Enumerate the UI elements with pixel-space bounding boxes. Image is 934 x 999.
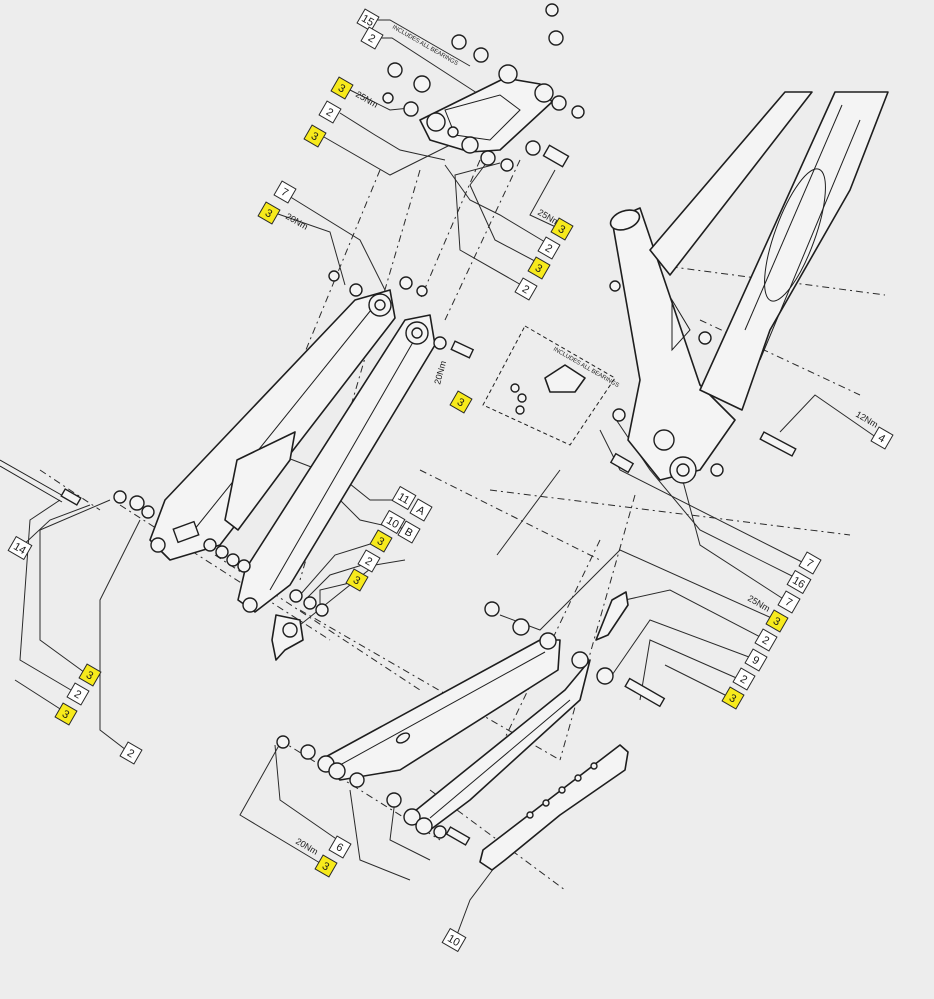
pivot-kit: [482, 325, 797, 477]
callout-boxes: 15 2 3 2 3 7 3 2: [7, 8, 894, 953]
torque-25nm-top: 25Nm: [354, 89, 380, 110]
callout-7: 7: [777, 590, 801, 614]
callout-2: 2: [357, 549, 381, 573]
svg-text:7: 7: [783, 596, 794, 609]
callout-A: A: [409, 498, 433, 522]
callout-3: 3: [527, 256, 551, 280]
callout-B: B: [397, 520, 421, 544]
callout-3: 3: [54, 702, 78, 726]
chainguide: [479, 591, 629, 871]
callout-6: 6: [328, 835, 352, 859]
svg-text:2: 2: [543, 242, 554, 255]
cable-guide: [0, 459, 82, 506]
svg-text:2: 2: [72, 688, 83, 701]
callout-2: 2: [537, 236, 561, 260]
svg-text:3: 3: [84, 669, 95, 682]
svg-text:14: 14: [11, 541, 28, 558]
callout-3: 3: [330, 76, 354, 100]
callout-3: 3: [78, 663, 102, 687]
svg-text:16: 16: [790, 575, 807, 592]
svg-text:2: 2: [738, 673, 749, 686]
svg-text:10: 10: [384, 515, 401, 532]
callout-10: 10: [380, 509, 406, 535]
seat-stays: [149, 270, 475, 613]
callout-2: 2: [754, 628, 778, 652]
top-hardware: [382, 3, 712, 345]
svg-text:2: 2: [125, 747, 136, 760]
svg-text:3: 3: [533, 262, 544, 275]
callout-4: 4: [870, 426, 894, 450]
svg-text:11: 11: [396, 491, 412, 507]
svg-text:15: 15: [359, 13, 376, 30]
svg-text:3: 3: [375, 535, 386, 548]
callout-14: 14: [7, 535, 33, 561]
callout-3: 3: [345, 568, 369, 592]
torque-20nm-mid: 20Nm: [432, 360, 448, 386]
svg-text:3: 3: [309, 130, 320, 143]
bearings-note-top: INCLUDES ALL BEARINGS: [391, 25, 459, 68]
callout-3: 3: [765, 609, 789, 633]
callout-3: 3: [314, 854, 338, 878]
svg-text:4: 4: [876, 432, 887, 445]
svg-text:3: 3: [727, 692, 738, 705]
callout-2: 2: [318, 100, 342, 124]
svg-text:3: 3: [60, 708, 71, 721]
svg-text:3: 3: [556, 223, 567, 236]
svg-text:7: 7: [279, 186, 290, 199]
callout-2: 2: [119, 741, 143, 765]
callout-3: 3: [303, 124, 327, 148]
callout-7: 7: [798, 551, 822, 575]
torque-12nm: 12Nm: [854, 409, 880, 430]
svg-text:7: 7: [804, 557, 815, 570]
torque-25nm-lower: 25Nm: [746, 593, 772, 614]
main-frame: [609, 91, 889, 484]
callout-2: 2: [732, 667, 756, 691]
svg-text:3: 3: [351, 574, 362, 587]
svg-text:2: 2: [520, 283, 531, 296]
callout-3: 3: [721, 686, 745, 710]
rocker-link: [419, 64, 554, 154]
svg-text:10: 10: [445, 933, 462, 950]
chain-stays: [276, 601, 666, 846]
callout-15: 15: [356, 8, 380, 32]
callout-3: 3: [550, 217, 574, 241]
stay-lower-hardware: [113, 490, 329, 661]
svg-text:2: 2: [324, 106, 335, 119]
svg-text:3: 3: [336, 82, 347, 95]
callout-2: 2: [360, 26, 384, 50]
callout-3: 3: [449, 390, 473, 414]
callout-3: 3: [369, 529, 393, 553]
callout-2: 2: [66, 682, 90, 706]
callout-11: 11: [391, 485, 417, 511]
torque-20nm-upper: 20Nm: [284, 211, 310, 232]
svg-text:3: 3: [263, 207, 274, 220]
svg-text:6: 6: [334, 841, 345, 854]
svg-text:3: 3: [320, 860, 331, 873]
svg-text:2: 2: [366, 32, 377, 45]
callout-2: 2: [514, 277, 538, 301]
svg-text:2: 2: [760, 634, 771, 647]
svg-text:9: 9: [750, 654, 761, 667]
callout-10: 10: [441, 927, 467, 953]
callout-3: 3: [257, 201, 281, 225]
svg-text:3: 3: [455, 396, 466, 409]
callout-7: 7: [273, 180, 297, 204]
svg-text:2: 2: [363, 555, 374, 568]
svg-text:3: 3: [771, 615, 782, 628]
callout-9: 9: [744, 648, 768, 672]
callout-16: 16: [786, 569, 812, 595]
torque-20nm-bottom: 20Nm: [294, 836, 320, 857]
